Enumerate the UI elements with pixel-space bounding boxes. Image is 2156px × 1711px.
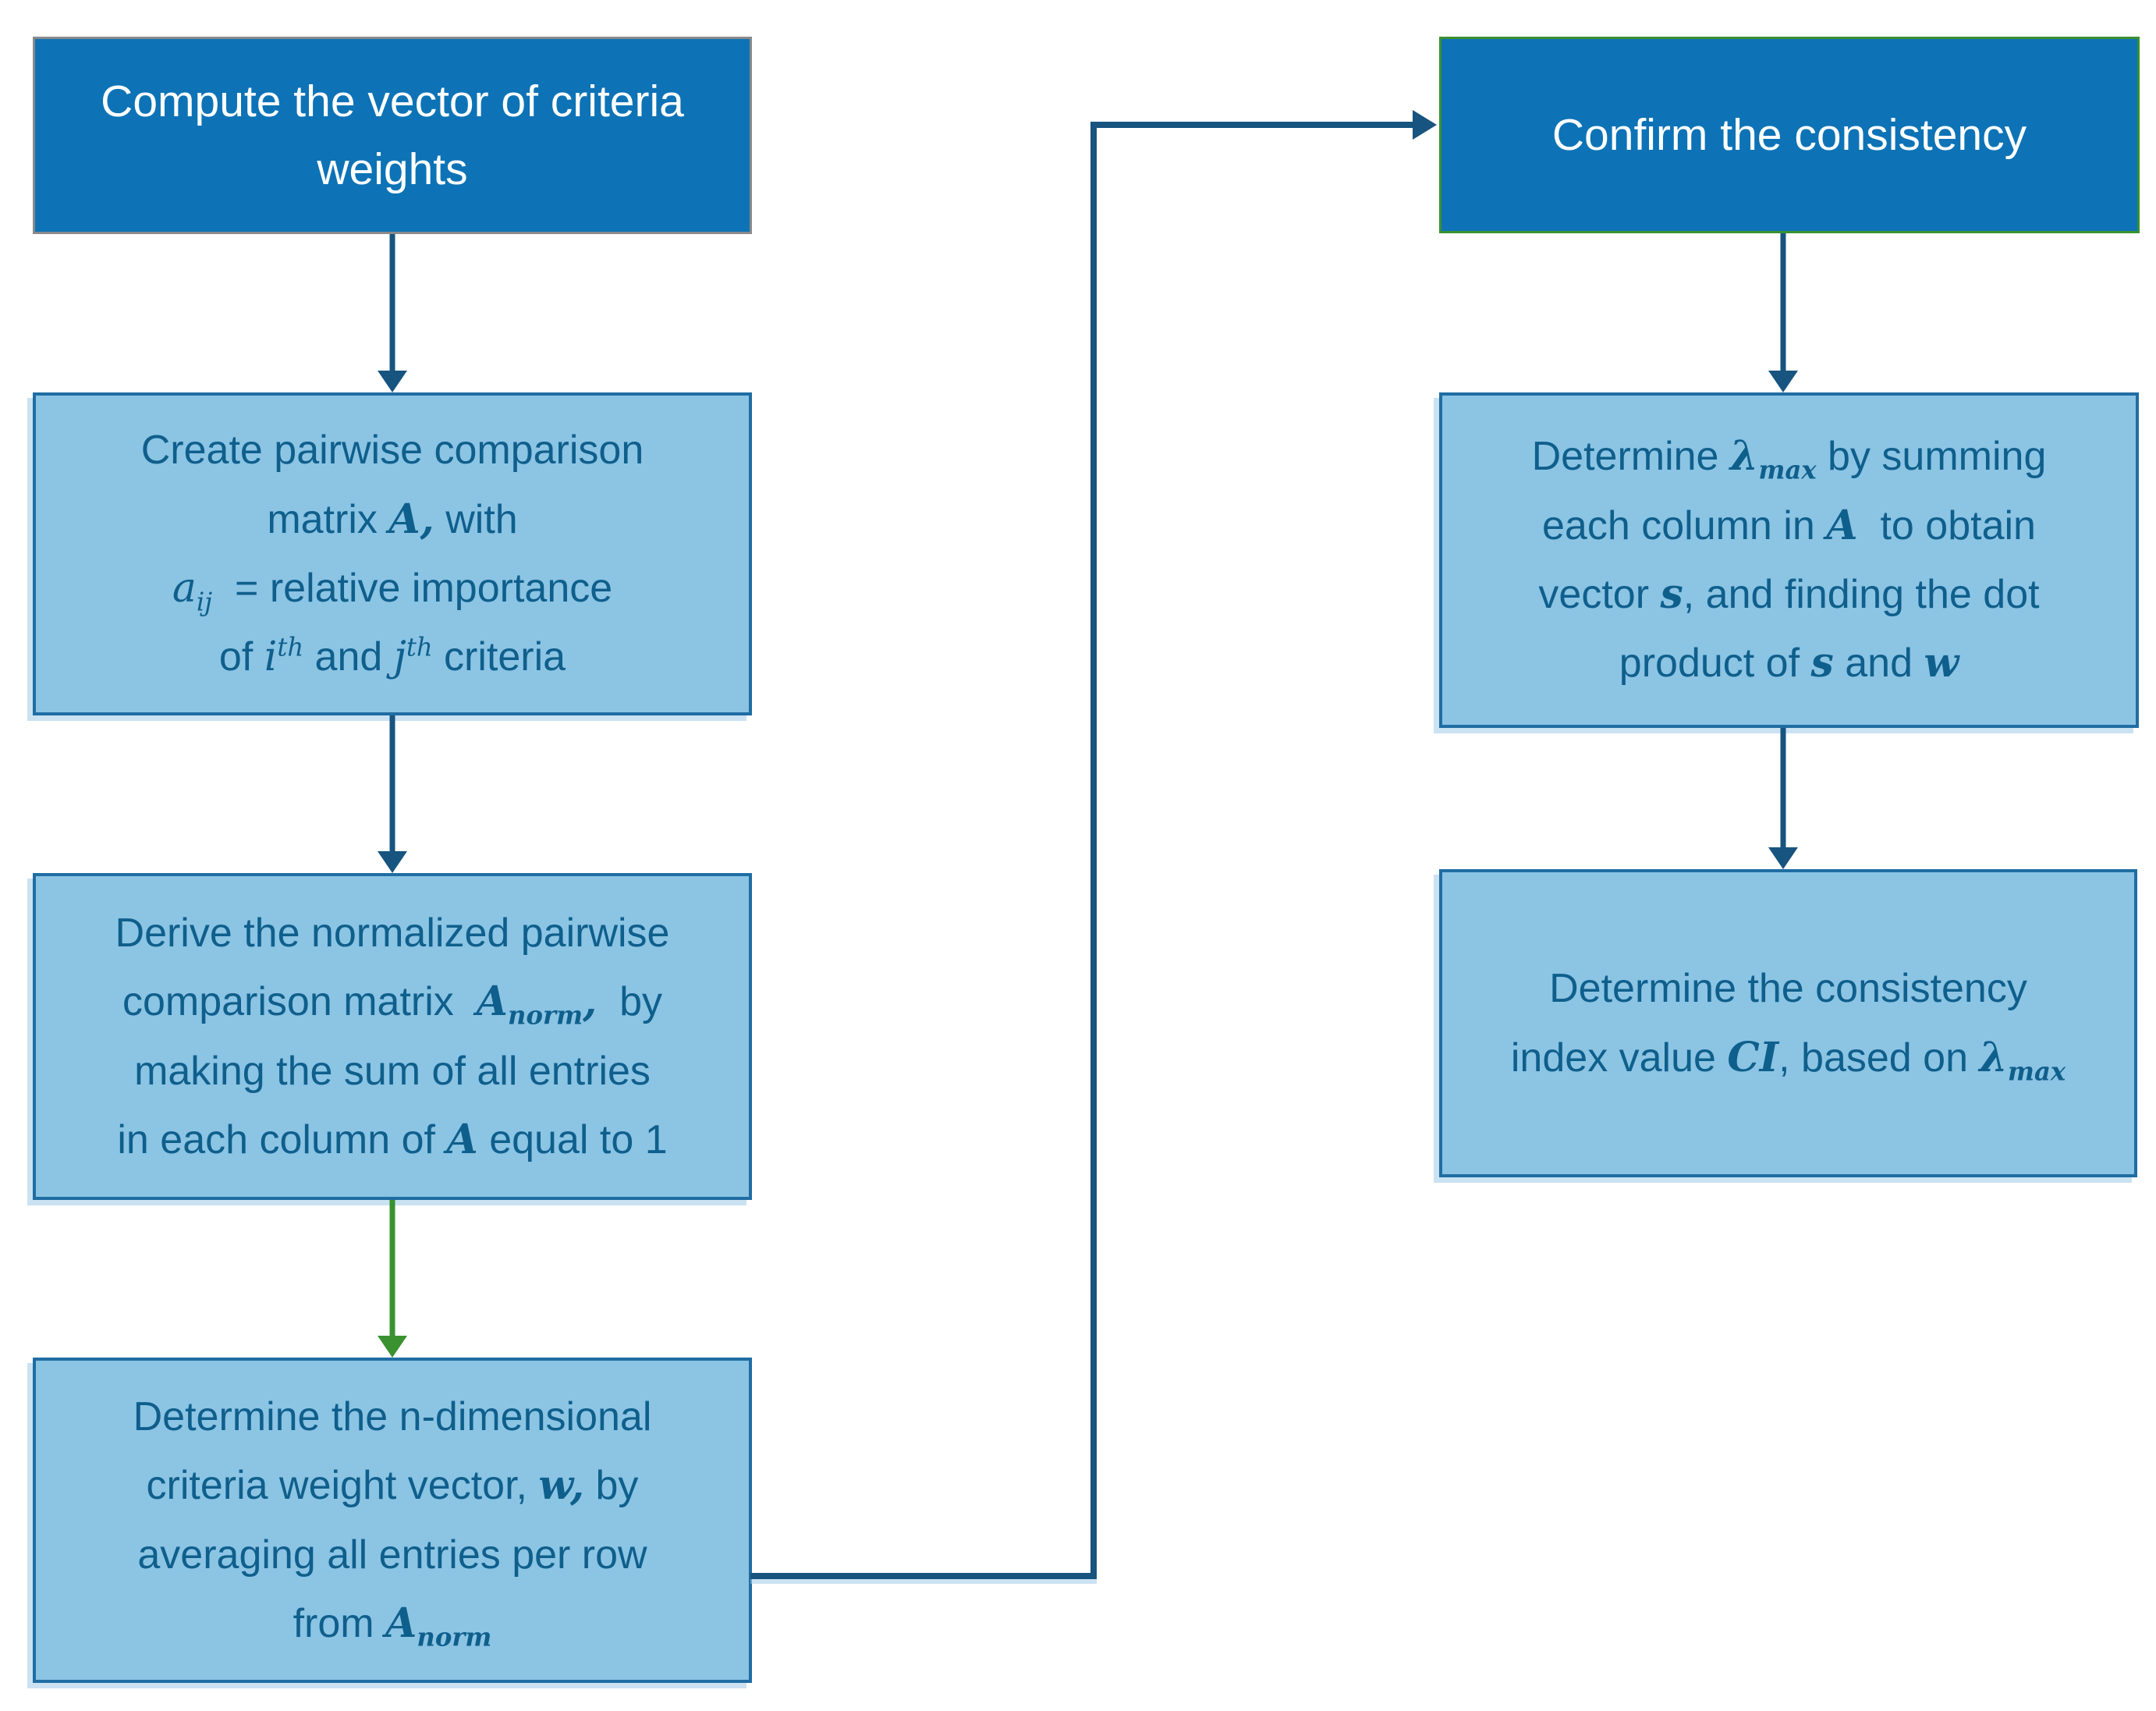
text-segment: jth xyxy=(393,633,433,681)
text-segment: λmax xyxy=(1729,432,1817,485)
text-line: averaging all entries per row xyxy=(137,1521,647,1589)
text-line: each column in A to obtain xyxy=(1542,492,2036,560)
text-segment: index value xyxy=(1510,1035,1728,1081)
text-segment: w, xyxy=(538,1461,585,1510)
text-segment: from xyxy=(293,1600,386,1646)
text-segment: vector xyxy=(1538,572,1661,617)
arrow-normalize-to-weights-green-icon xyxy=(377,1200,408,1358)
connector-horizontal-bottom-segment xyxy=(750,1573,1097,1579)
text-segment: matrix xyxy=(267,496,389,542)
text-segment: s xyxy=(1660,570,1683,618)
text-segment: , and finding the dot xyxy=(1683,572,2040,617)
text-segment: Confirm the consistency xyxy=(1551,109,2027,160)
text-segment: with xyxy=(434,496,518,542)
connector-arrow-head-icon xyxy=(1413,110,1437,140)
text-segment: in each column of xyxy=(117,1116,447,1163)
text-segment: A xyxy=(446,1115,478,1163)
text-segment: Determine the consistency xyxy=(1549,966,2027,1012)
text-line: vector s, and finding the dot xyxy=(1538,560,2039,629)
text-line: weights xyxy=(317,136,467,204)
text-line: index value CI, based on λmax xyxy=(1511,1024,2066,1092)
arrow-shaft xyxy=(1780,233,1786,371)
text-segment: to obtain xyxy=(1857,502,2036,548)
text-segment: by xyxy=(584,1463,639,1509)
text-segment: by summing xyxy=(1816,434,2047,480)
arrow-head-icon xyxy=(378,851,407,873)
arrow-confirm-to-lambda-icon xyxy=(1768,233,1799,392)
flow-step-compute-criteria-weights: Compute the vector of criteria weights xyxy=(33,37,752,234)
flow-step-create-pairwise-matrix: Create pairwise comparison matrix A, with… xyxy=(33,392,752,715)
text-segment: product of xyxy=(1619,641,1811,687)
arrow-create-to-normalize-icon xyxy=(377,715,408,873)
text-line: Confirm the consistency xyxy=(1552,101,2027,169)
text-segment: s xyxy=(1810,639,1834,687)
text-segment: ith xyxy=(264,633,304,681)
text-line: in each column of A equal to 1 xyxy=(117,1106,667,1174)
text-line: from Anorm xyxy=(293,1589,492,1658)
arrow-compute-to-create-icon xyxy=(377,234,408,392)
arrow-head-icon xyxy=(378,1336,407,1358)
text-segment: criteria weight vector, xyxy=(146,1463,539,1509)
text-segment: equal to 1 xyxy=(477,1116,668,1163)
text-segment: , based on xyxy=(1778,1035,1980,1081)
text-segment: making the sum of all entries xyxy=(134,1048,651,1094)
text-segment: w xyxy=(1924,639,1959,687)
text-segment: A, xyxy=(388,495,434,543)
text-segment: Derive the normalized pairwise xyxy=(115,910,670,956)
text-segment: each column in xyxy=(1542,502,1827,548)
text-segment: and xyxy=(1833,641,1924,687)
arrow-head-icon xyxy=(1768,371,1798,392)
arrow-head-icon xyxy=(378,371,407,392)
arrow-shaft xyxy=(389,1200,395,1336)
text-line: Create pairwise comparison xyxy=(141,416,644,485)
text-segment: = relative importance xyxy=(212,566,613,611)
text-segment: Anorm xyxy=(385,1599,492,1652)
arrow-head-icon xyxy=(1768,847,1798,869)
text-segment: by xyxy=(597,979,662,1025)
text-line: Compute the vector of criteria xyxy=(101,68,684,136)
text-segment: Determine the n-dimensional xyxy=(133,1393,652,1439)
text-line: aij = relative importance xyxy=(172,554,612,623)
text-segment: weights xyxy=(317,144,468,194)
text-line: matrix A, with xyxy=(267,485,517,554)
text-segment: λmax xyxy=(1979,1033,2066,1086)
arrow-shaft xyxy=(389,234,395,371)
text-line: Determine the n-dimensional xyxy=(133,1383,652,1451)
flow-step-consistency-index: Determine the consistency index value CI,… xyxy=(1439,869,2137,1177)
text-line: Determine the consistency xyxy=(1549,954,2027,1023)
text-segment: criteria xyxy=(432,634,566,680)
text-segment: and xyxy=(303,634,394,680)
arrow-shaft xyxy=(389,715,395,852)
text-segment: averaging all entries per row xyxy=(137,1532,647,1578)
flow-step-confirm-consistency: Confirm the consistency xyxy=(1439,37,2140,233)
flow-step-criteria-weight-vector: Determine the n-dimensional criteria weig… xyxy=(33,1358,752,1683)
arrow-shaft xyxy=(1780,728,1786,848)
text-segment: Create pairwise comparison xyxy=(140,428,644,474)
connector-horizontal-top-segment xyxy=(1090,122,1414,128)
text-line: making the sum of all entries xyxy=(134,1037,651,1106)
connector-vertical-segment xyxy=(1090,122,1097,1579)
text-line: product of s and w xyxy=(1619,629,1959,698)
arrow-lambda-to-ci-icon xyxy=(1768,728,1799,869)
flow-step-normalize-matrix: Derive the normalized pairwise comparison… xyxy=(33,873,752,1200)
text-line: criteria weight vector, w, by xyxy=(147,1451,639,1520)
text-segment: CI xyxy=(1727,1033,1779,1081)
text-segment: Determine xyxy=(1531,434,1730,480)
text-line: of ith and jth criteria xyxy=(219,623,566,691)
text-segment: of xyxy=(218,634,264,680)
text-line: Determine λmax by summing xyxy=(1532,422,2047,491)
text-line: Derive the normalized pairwise xyxy=(115,899,670,967)
text-segment: , xyxy=(583,978,598,1026)
text-segment: Compute the vector of criteria xyxy=(101,76,684,126)
text-segment: aij xyxy=(172,565,213,617)
text-segment: Anorm xyxy=(476,978,583,1031)
text-line: comparison matrix Anorm, by xyxy=(122,967,662,1036)
text-segment: A xyxy=(1826,501,1858,549)
text-segment: comparison matrix xyxy=(122,979,477,1025)
